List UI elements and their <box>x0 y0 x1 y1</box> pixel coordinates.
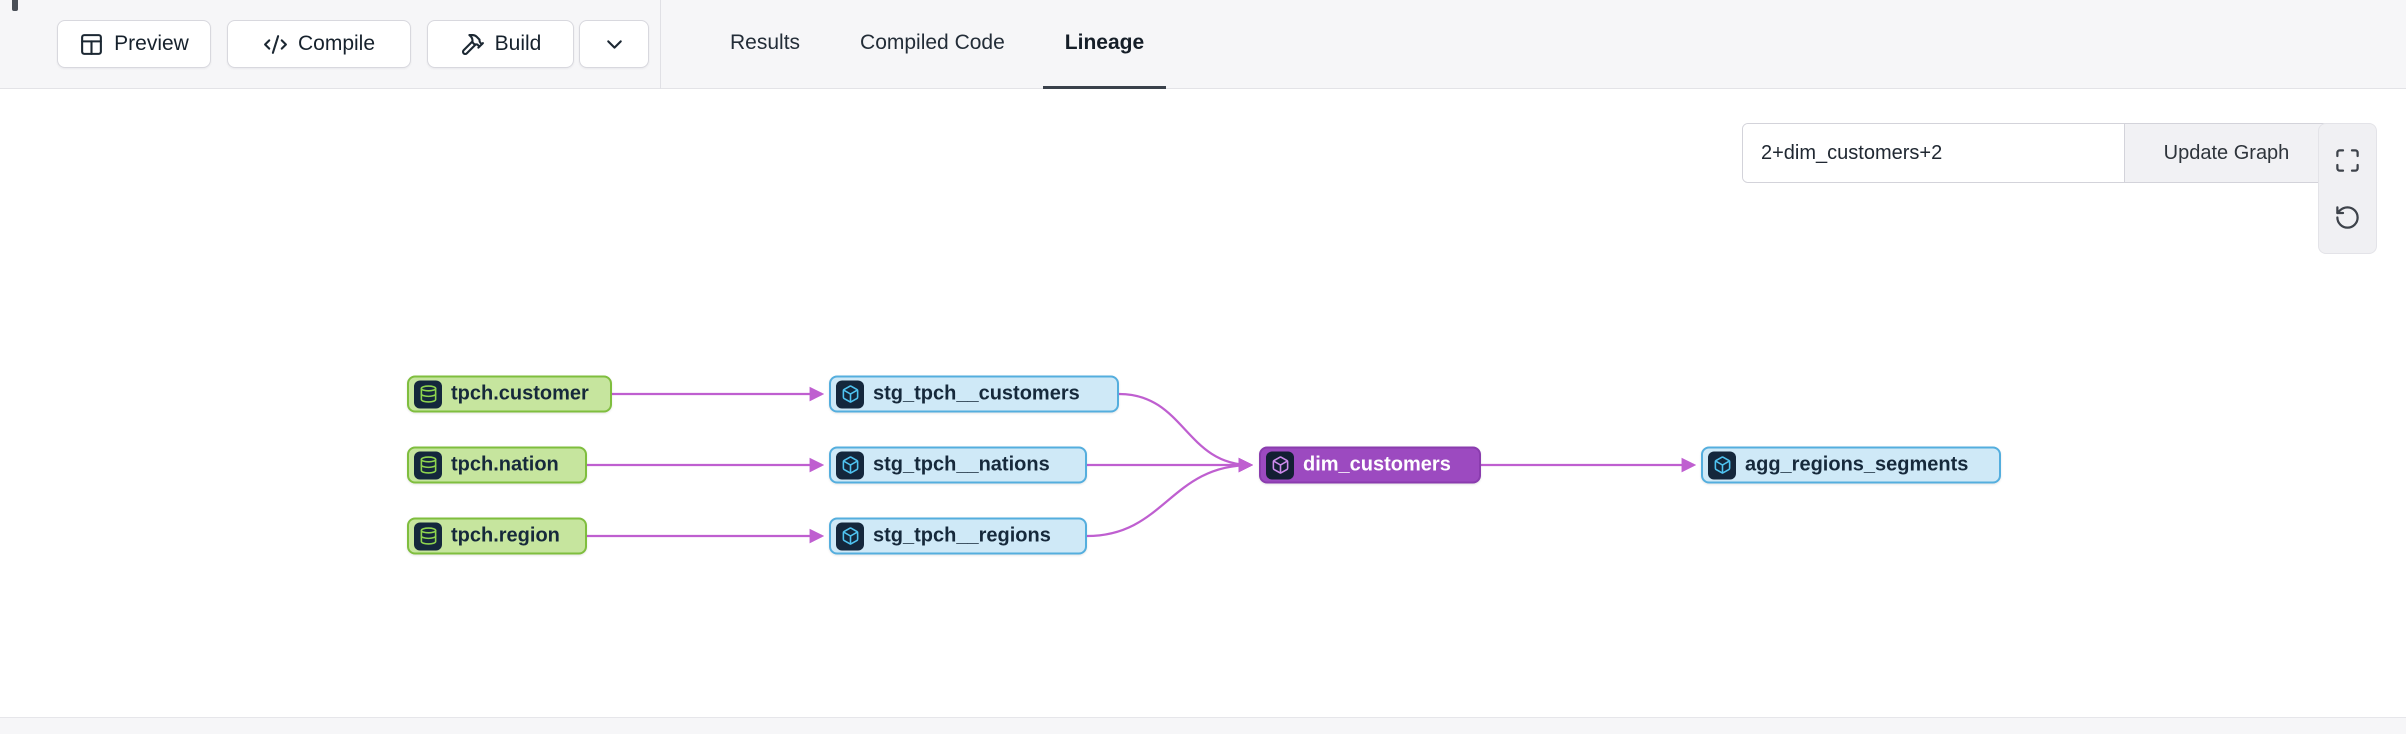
toolbar: Preview Compile Build Results Compiled C… <box>0 0 2406 89</box>
fullscreen-icon <box>2334 147 2361 174</box>
tab-compiled-code-label: Compiled Code <box>860 31 1005 54</box>
database-icon <box>414 380 442 408</box>
lineage-canvas[interactable] <box>0 89 2406 717</box>
lineage-selector-group: Update Graph <box>1742 123 2329 183</box>
node-label: tpch.nation <box>451 453 559 476</box>
update-graph-button[interactable]: Update Graph <box>2124 124 2328 182</box>
preview-button[interactable]: Preview <box>57 20 211 68</box>
lineage-node-stg-tpch-customers[interactable]: stg_tpch__customers <box>829 375 1119 413</box>
lineage-node-tpch-region[interactable]: tpch.region <box>407 517 587 555</box>
tab-compiled-code[interactable]: Compiled Code <box>838 0 1027 89</box>
lineage-node-tpch-nation[interactable]: tpch.nation <box>407 446 587 484</box>
compile-button[interactable]: Compile <box>227 20 411 68</box>
lineage-selector-input[interactable] <box>1743 124 2124 182</box>
compile-button-label: Compile <box>297 32 376 55</box>
node-label: agg_regions_segments <box>1745 453 1969 476</box>
tab-lineage[interactable]: Lineage <box>1042 0 1167 89</box>
node-label: tpch.region <box>451 524 560 547</box>
lineage-node-agg-regions-segments[interactable]: agg_regions_segments <box>1701 446 2001 484</box>
build-button[interactable]: Build <box>427 20 574 68</box>
model-cube-icon <box>836 380 864 408</box>
build-button-label: Build <box>494 32 542 55</box>
node-label: stg_tpch__customers <box>873 382 1080 405</box>
database-icon <box>414 522 442 550</box>
node-label: dim_customers <box>1303 453 1451 476</box>
toolbar-divider <box>660 0 661 89</box>
model-cube-icon <box>1266 451 1294 479</box>
lineage-node-stg-tpch-regions[interactable]: stg_tpch__regions <box>829 517 1087 555</box>
code-icon <box>263 32 288 57</box>
lineage-view-controls <box>2318 123 2377 254</box>
chevron-down-icon <box>602 32 627 57</box>
fullscreen-button[interactable] <box>2327 139 2369 181</box>
reset-view-button[interactable] <box>2327 196 2369 238</box>
node-label: stg_tpch__regions <box>873 524 1051 547</box>
preview-button-label: Preview <box>114 32 189 55</box>
lineage-node-tpch-customer[interactable]: tpch.customer <box>407 375 612 413</box>
model-cube-icon <box>836 522 864 550</box>
build-menu-button[interactable] <box>579 20 649 68</box>
node-label: stg_tpch__nations <box>873 453 1050 476</box>
model-cube-icon <box>836 451 864 479</box>
table-icon <box>79 32 104 57</box>
bottom-pane-strip <box>0 717 2406 734</box>
pane-corner-notch <box>12 0 18 11</box>
tab-results-label: Results <box>730 31 801 54</box>
database-icon <box>414 451 442 479</box>
node-label: tpch.customer <box>451 382 589 405</box>
lineage-node-dim-customers[interactable]: dim_customers <box>1259 446 1481 484</box>
tab-bar: Results Compiled Code Lineage <box>660 0 1174 89</box>
model-cube-icon <box>1708 451 1736 479</box>
hammer-icon <box>460 32 485 57</box>
lineage-node-stg-tpch-nations[interactable]: stg_tpch__nations <box>829 446 1087 484</box>
tab-lineage-label: Lineage <box>1064 31 1145 54</box>
rotate-ccw-icon <box>2334 204 2361 231</box>
tab-results[interactable]: Results <box>708 0 822 89</box>
